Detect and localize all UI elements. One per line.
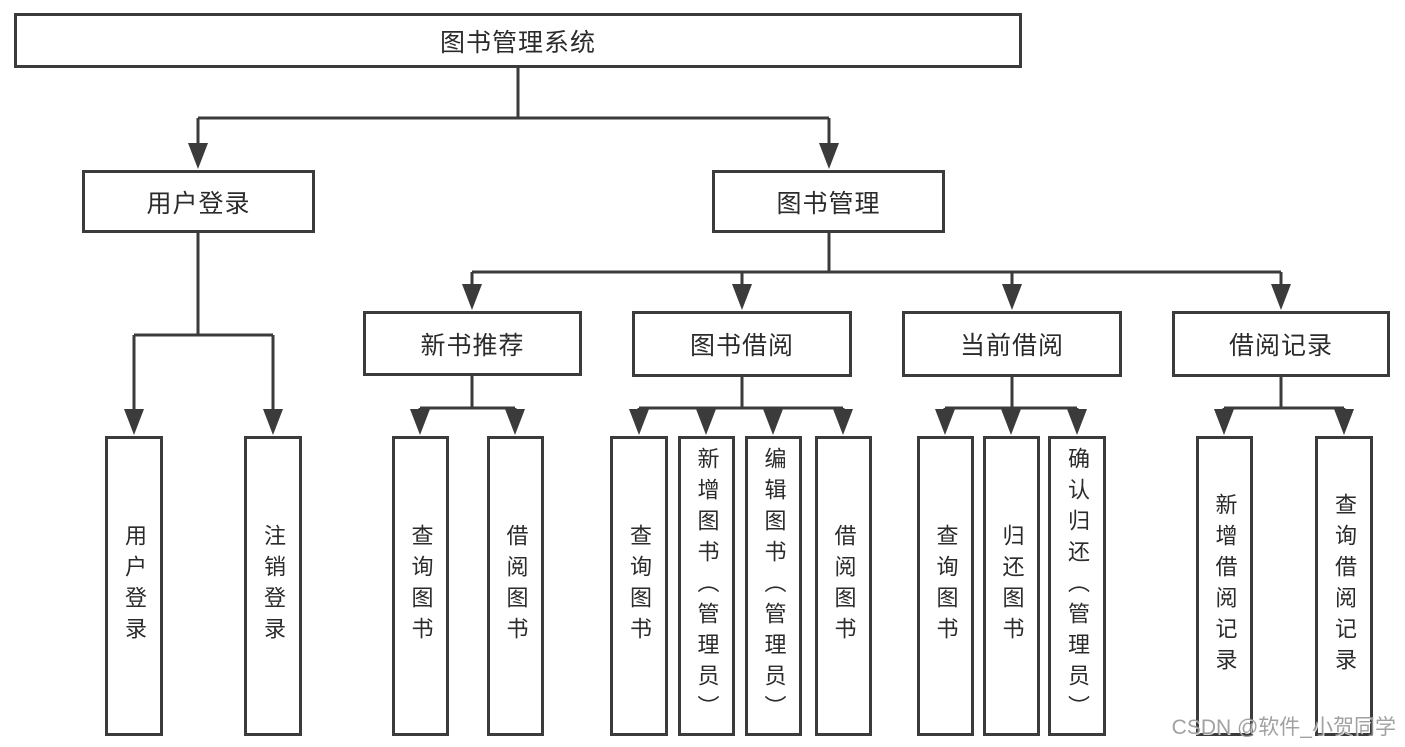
node-borrowing-records: 借阅记录 <box>1172 311 1390 377</box>
node-label: 用户登录 <box>122 524 147 648</box>
arrowhead-icons <box>124 143 1354 435</box>
leaf-query-books-3: 查询图书 <box>917 436 974 736</box>
leaf-query-books-1: 查询图书 <box>392 436 449 736</box>
node-label: 查询图书 <box>408 524 434 648</box>
node-book-management: 图书管理 <box>712 170 945 233</box>
leaf-query-borrow-record: 查询借阅记录 <box>1315 436 1373 736</box>
node-current-borrowing: 当前借阅 <box>902 311 1122 377</box>
leaf-edit-books-admin: 编辑图书（管理员） <box>745 436 802 736</box>
leaf-return-books: 归还图书 <box>983 436 1040 736</box>
node-label: 图书管理 <box>776 189 881 218</box>
node-label: 查询图书 <box>933 524 959 648</box>
leaf-add-books-admin: 新增图书（管理员） <box>678 436 735 736</box>
node-label: 用户登录 <box>146 189 251 218</box>
node-label: 查询图书 <box>627 524 652 648</box>
node-label: 借阅记录 <box>1228 332 1333 360</box>
node-label: 借阅图书 <box>503 524 529 648</box>
leaf-add-borrow-record: 新增借阅记录 <box>1196 436 1253 736</box>
node-new-book-recommendation: 新书推荐 <box>363 311 582 376</box>
node-label: 借阅图书 <box>831 524 857 648</box>
node-label: 图书借阅 <box>689 332 794 360</box>
node-user-login: 用户登录 <box>82 170 315 233</box>
node-book-borrowing: 图书借阅 <box>632 311 852 377</box>
node-label: 新增图书（管理员） <box>694 446 720 726</box>
leaf-logout: 注销登录 <box>244 436 302 736</box>
node-label: 确认归还（管理员） <box>1065 446 1090 726</box>
node-label: 图书管理系统 <box>439 28 596 57</box>
node-label: 查询借阅记录 <box>1332 493 1357 679</box>
leaf-confirm-return-admin: 确认归还（管理员） <box>1048 436 1106 736</box>
node-label: 新书推荐 <box>420 331 525 360</box>
leaf-query-books-2: 查询图书 <box>610 436 668 736</box>
leaf-user-login: 用户登录 <box>105 436 163 736</box>
node-label: 新增借阅记录 <box>1212 493 1238 679</box>
node-label: 当前借阅 <box>959 332 1064 360</box>
node-label: 编辑图书（管理员） <box>761 446 787 726</box>
node-label: 注销登录 <box>261 524 286 648</box>
node-label: 归还图书 <box>999 524 1025 648</box>
leaf-borrow-books-2: 借阅图书 <box>815 436 872 736</box>
leaf-borrow-books-1: 借阅图书 <box>487 436 544 736</box>
csdn-watermark: CSDN @软件_小贺同学 <box>1171 716 1396 739</box>
node-root-system: 图书管理系统 <box>14 13 1022 68</box>
